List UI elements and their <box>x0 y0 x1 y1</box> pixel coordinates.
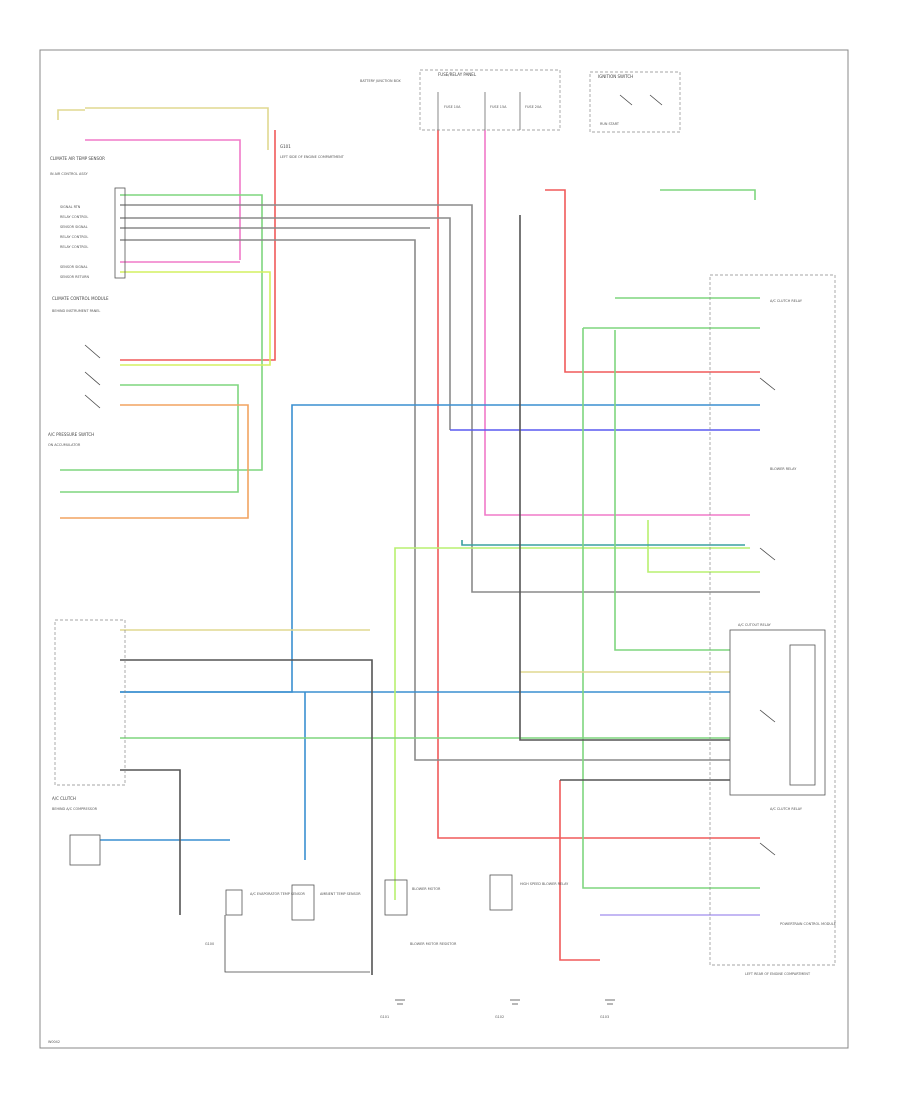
wire-dark-2 <box>120 769 181 915</box>
wire-red-main <box>437 130 760 839</box>
wire-green-right-5 <box>660 189 756 200</box>
bottom-sensors: A/C EVAPORATOR TEMP SENSOR AMBIENT TEMP … <box>224 874 569 973</box>
fuse-label-b: FUSE 15A <box>490 105 507 109</box>
connector-label-4: RELAY CONTROL <box>60 235 88 239</box>
ground-label-3: G102 <box>495 1015 504 1019</box>
fuse-panel-title: FUSE/RELAY PANEL <box>438 72 477 77</box>
climate-air-temp-sensor: CLIMATE AIR TEMP SENSOR IN AIR CONTROL A… <box>50 156 105 176</box>
bottom-left-module-title: A/C CLUTCH <box>52 796 76 801</box>
wire-yellow-1 <box>120 271 271 366</box>
pressure-switch-title: A/C PRESSURE SWITCH <box>48 432 94 437</box>
middle-callout: G101 LEFT SIDE OF ENGINE COMPARTMENT <box>280 144 345 159</box>
footer-note: W0042 <box>48 1040 60 1044</box>
sensor-b-label: AMBIENT TEMP SENSOR <box>320 892 361 896</box>
connector-label-7: SENSOR RETURN <box>60 275 89 279</box>
relay-bottom-label: HIGH SPEED BLOWER RELAY <box>520 882 569 886</box>
ac-clutch-module: A/C CLUTCH BEHIND A/C COMPRESSOR <box>52 619 126 866</box>
bottom-left-module-sub: BEHIND A/C COMPRESSOR <box>52 807 98 811</box>
ground-label-2: G101 <box>380 1015 389 1019</box>
wire-green-vert <box>614 330 730 651</box>
wire-tan-top <box>85 107 269 150</box>
connector-label-2: RELAY CONTROL <box>60 215 88 219</box>
sensor-top-left-sub: IN AIR CONTROL ASSY <box>50 172 89 176</box>
wire-green-2 <box>60 384 239 493</box>
pressure-switch: A/C PRESSURE SWITCH ON ACCUMULATOR <box>48 344 101 447</box>
wire-gray-4 <box>120 239 730 761</box>
wire-pink-top <box>85 139 241 260</box>
wire-teal <box>461 540 745 546</box>
right-side: A/C CLUTCH RELAY BLOWER RELAY A/C CUTOUT… <box>709 274 836 976</box>
ignition-switch: IGNITION SWITCH RUN START <box>589 71 681 133</box>
wires <box>57 107 760 975</box>
wire-red-bottom <box>559 780 600 961</box>
wire-tan-left <box>57 109 85 120</box>
wire-pink-main <box>484 130 750 516</box>
right-relay-bottom: A/C CLUTCH RELAY <box>770 807 803 811</box>
fuse-panel: FUSE/RELAY PANEL BATTERY JUNCTION BOX FU… <box>360 69 561 131</box>
connector-label-6: SENSOR SIGNAL <box>60 265 88 269</box>
left-module-sub: BEHIND INSTRUMENT PANEL <box>52 309 100 313</box>
connector-block: SIGNAL RTN RELAY CONTROL SENSOR SIGNAL R… <box>60 187 126 279</box>
wire-gray-1 <box>120 204 760 593</box>
right-relay-box: A/C CUTOUT RELAY <box>738 623 772 627</box>
fuse-panel-note: BATTERY JUNCTION BOX <box>360 79 401 83</box>
left-module-title: CLIMATE CONTROL MODULE <box>52 296 109 301</box>
wire-lightgreen-2 <box>647 520 760 573</box>
connector-label-3: SENSOR SIGNAL <box>60 225 88 229</box>
fuse-label-a: FUSE 10A <box>444 105 461 109</box>
middle-callout-title: G101 <box>280 144 291 149</box>
connector-label-5: RELAY CONTROL <box>60 245 88 249</box>
sensor-top-left-title: CLIMATE AIR TEMP SENSOR <box>50 156 105 161</box>
right-relay-mid: BLOWER RELAY <box>770 467 797 471</box>
wire-green-1 <box>60 194 263 471</box>
climate-control-module: CLIMATE CONTROL MODULE BEHIND INSTRUMENT… <box>52 296 109 313</box>
sensor-c-label: BLOWER MOTOR <box>412 887 441 891</box>
middle-callout-sub: LEFT SIDE OF ENGINE COMPARTMENT <box>280 155 345 159</box>
wire-red-top <box>545 189 760 373</box>
motor-label: BLOWER MOTOR RESISTOR <box>410 942 457 946</box>
sensor-a-label: A/C EVAPORATOR TEMP SENSOR <box>250 892 306 896</box>
wire-orange <box>60 404 249 519</box>
wire-gray-2 <box>120 217 451 430</box>
connector-label-1: SIGNAL RTN <box>60 205 81 209</box>
wire-red-left <box>120 130 276 361</box>
ground-label-4: G103 <box>600 1015 609 1019</box>
right-bottom-note: POWERTRAIN CONTROL MODULE <box>780 922 836 926</box>
ground-label-1: G100 <box>205 942 214 946</box>
wire-dark-3 <box>519 215 730 741</box>
diagram-frame <box>39 49 849 1049</box>
ignition-switch-note: RUN START <box>600 122 620 126</box>
right-relay-top: A/C CLUTCH RELAY <box>770 299 803 303</box>
wire-lightgreen-1 <box>394 547 750 900</box>
pressure-switch-sub: ON ACCUMULATOR <box>48 443 81 447</box>
wire-dark-1 <box>120 659 373 975</box>
fuse-label-c: FUSE 20A <box>525 105 542 109</box>
ignition-switch-title: IGNITION SWITCH <box>598 74 633 79</box>
right-far-note: LEFT REAR OF ENGINE COMPARTMENT <box>745 972 811 976</box>
grounds: G100 G101 G102 G103 <box>205 942 615 1019</box>
wire-green-right-2 <box>582 328 760 889</box>
